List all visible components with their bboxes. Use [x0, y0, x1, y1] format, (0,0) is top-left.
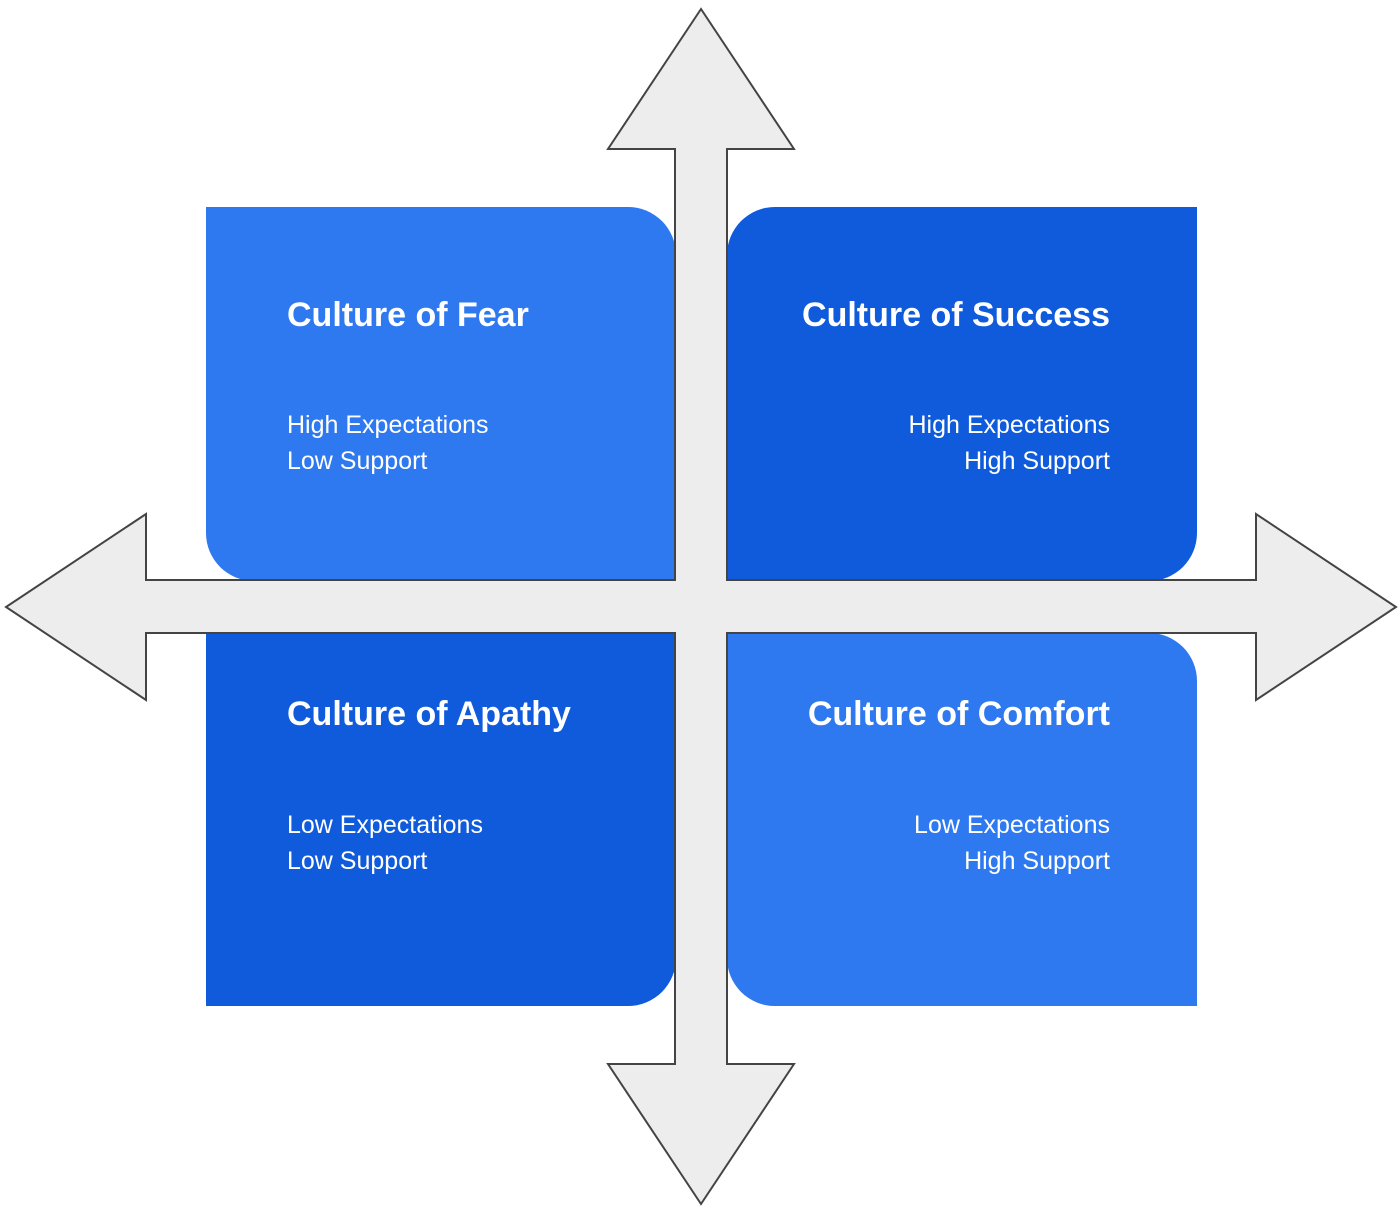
quadrant-description: High Expectations Low Support — [287, 407, 489, 479]
quadrant-description: High Expectations High Support — [908, 407, 1110, 479]
support-label: High Support — [964, 447, 1110, 475]
quadrant-title: Culture of Comfort — [807, 695, 1110, 733]
support-label: High Support — [964, 847, 1110, 875]
expectations-label: High Expectations — [287, 411, 489, 439]
quadrant-culture-of-fear: Culture of Fear High Expectations Low Su… — [206, 207, 676, 581]
expectations-label: High Expectations — [908, 411, 1110, 439]
quadrant-title: Culture of Fear — [287, 296, 529, 334]
quadrant-culture-of-apathy: Culture of Apathy Low Expectations Low S… — [206, 633, 676, 1006]
quadrant-title: Culture of Apathy — [287, 695, 571, 733]
quadrant-description: Low Expectations Low Support — [287, 807, 483, 879]
quadrant-description: Low Expectations High Support — [914, 807, 1110, 879]
expectations-label: Low Expectations — [914, 811, 1110, 839]
support-label: Low Support — [287, 847, 428, 875]
quadrant-culture-of-comfort: Culture of Comfort Low Expectations High… — [727, 633, 1197, 1006]
four-way-arrow-icon — [4, 7, 1398, 1206]
quadrant-culture-of-success: Culture of Success High Expectations Hig… — [727, 207, 1197, 581]
quadrant-title: Culture of Success — [802, 296, 1110, 334]
expectations-label: Low Expectations — [287, 811, 483, 839]
support-label: Low Support — [287, 447, 428, 475]
